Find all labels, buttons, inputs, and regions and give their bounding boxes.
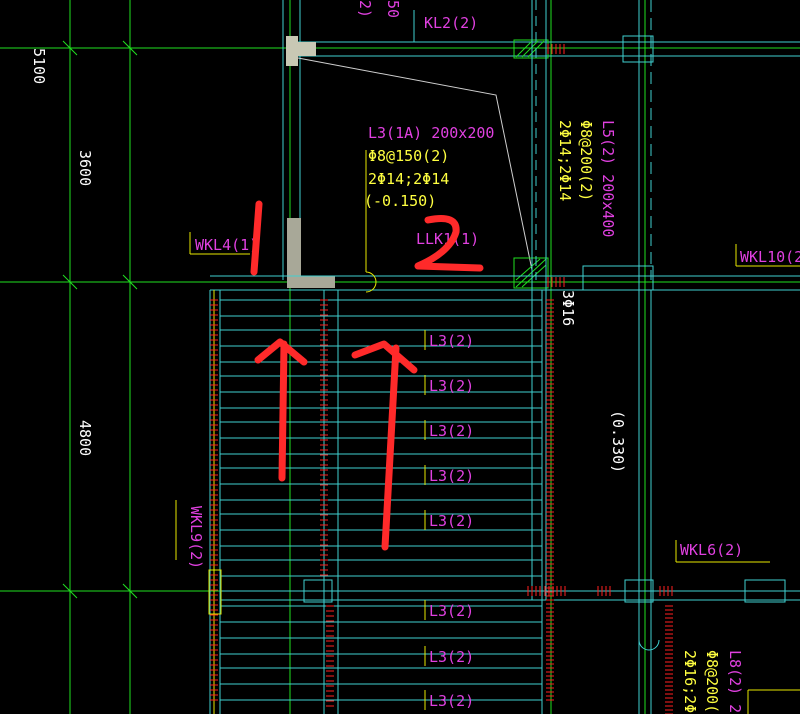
dim-3600: 3600 (76, 150, 94, 186)
label-top-num: 2) (356, 0, 374, 18)
label-wkl4: WKL4(1) (195, 236, 258, 254)
label-l8-rebar: 2Φ16;2Φ14 (681, 650, 699, 714)
label-wkl10: WKL10(2 (740, 248, 800, 266)
columns-bottom (208, 569, 786, 651)
label-kl2: KL2(2) (424, 14, 478, 32)
beam-kl2-lines (282, 0, 800, 280)
label-stair-beam-l3: L3(2) (429, 602, 474, 620)
stair-frame (209, 290, 800, 714)
beam-middle-row (189, 150, 800, 293)
stair-steps (220, 299, 542, 701)
column-kl2-right (622, 35, 654, 63)
label-wkl9: WKL9(2) (187, 506, 205, 569)
label-top-num2: 50 (384, 0, 402, 18)
stair-beam-labels: L3(2) L3(2) L3(2) L3(2) L3(2) L3(2) L3(2) L3(2) (424, 330, 474, 710)
label-l3-title: L3(1A) 200x200 (368, 124, 494, 142)
hatch-blocks (513, 39, 549, 289)
label-l3-level: (-0.150) (364, 192, 436, 210)
label-level-0330: (0.330) (609, 410, 627, 473)
column-l-shape (287, 218, 301, 288)
red-markup (250, 200, 484, 551)
leader-bottom-right (175, 500, 800, 714)
label-l5-stirrup: Φ8@200(2) (577, 120, 595, 201)
beam-labels: 2) 50 KL2(2) L3(1A) 200x200 Φ8@150(2) 2Φ… (187, 0, 800, 714)
label-l3-rebar: 2Φ14;2Φ14 (368, 170, 449, 188)
markup-digit-2 (414, 215, 484, 272)
markup-arrow-right (351, 340, 418, 551)
label-stair-beam-l3: L3(2) (429, 512, 474, 530)
label-stair-beam-l3: L3(2) (429, 692, 474, 710)
leader-line (297, 57, 533, 271)
dim-5100: 5100 (30, 48, 48, 84)
label-l8-stirrup: Φ8@200(2 (703, 650, 721, 714)
dim-4800: 4800 (76, 420, 94, 456)
label-llk1: LLK1(1) (416, 230, 479, 248)
rebar-ticks (210, 44, 673, 714)
label-l8-title: L8(2) 200 (726, 650, 744, 714)
column-mid-right (582, 265, 654, 291)
label-stair-beam-l3: L3(2) (429, 648, 474, 666)
label-stair-beam-l3: L3(2) (429, 422, 474, 440)
label-stair-beam-l3: L3(2) (429, 332, 474, 350)
markup-digit-1 (250, 200, 263, 276)
dimension-ticks (62, 40, 138, 599)
label-l5-rebar: 2Φ14;2Φ14 (556, 120, 574, 201)
label-wkl6: WKL6(2) (680, 541, 743, 559)
label-stair-beam-l3: L3(2) (429, 377, 474, 395)
label-3phi16: 3Φ16 (559, 290, 577, 326)
beam-l5-lines (531, 0, 652, 714)
label-l5-title: L5(2) 200x400 (599, 120, 617, 237)
column-top-left (286, 36, 298, 66)
markup-arrow-left (254, 338, 308, 482)
label-l3-stirrup: Φ8@150(2) (368, 147, 449, 165)
dimension-labels: 5100 3600 4800 (30, 48, 94, 456)
label-stair-beam-l3: L3(2) (429, 467, 474, 485)
